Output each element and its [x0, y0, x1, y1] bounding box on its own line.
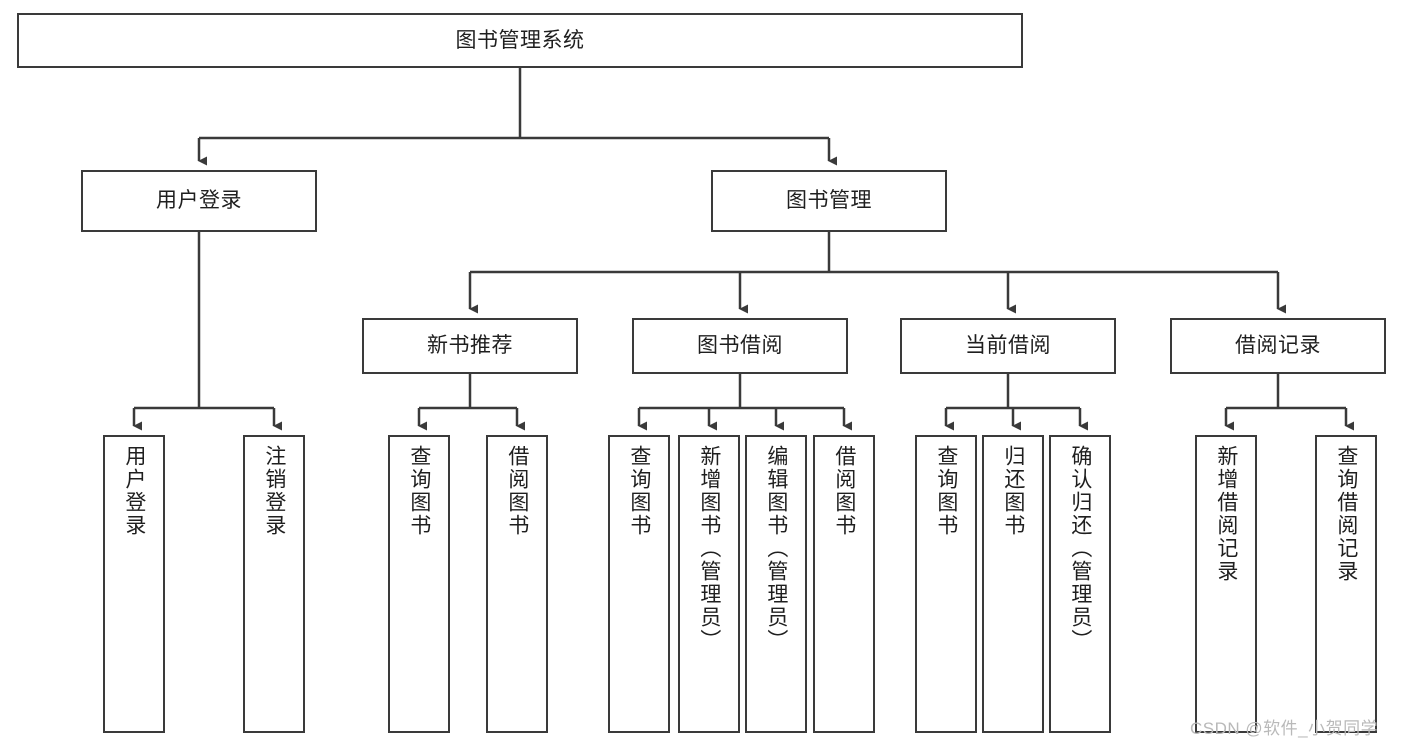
node-new-book-recommendation-label: 新书推荐	[427, 334, 513, 358]
leaf-bb-borrow-book-label: 借阅图书	[832, 445, 856, 537]
leaf-cb-return-book-label: 归还图书	[1001, 445, 1025, 537]
leaf-cb-query-book-label: 查询图书	[934, 445, 958, 537]
leaf-bb-add-book-label: 新增图书（管理员）	[697, 445, 721, 652]
leaf-cb-confirm-return[interactable]: 确认归还（管理员）	[1049, 435, 1111, 733]
node-book-borrowing-label: 图书借阅	[697, 334, 783, 358]
node-current-borrowing[interactable]: 当前借阅	[900, 318, 1116, 374]
leaf-bb-query-book-label: 查询图书	[627, 445, 651, 537]
leaf-cb-confirm-return-label: 确认归还（管理员）	[1068, 445, 1092, 652]
leaf-rec-borrow-book[interactable]: 借阅图书	[486, 435, 548, 733]
leaf-bb-add-book[interactable]: 新增图书（管理员）	[678, 435, 740, 733]
leaf-cb-return-book[interactable]: 归还图书	[982, 435, 1044, 733]
leaf-rec-borrow-book-label: 借阅图书	[505, 445, 529, 537]
node-book-management-label: 图书管理	[786, 189, 872, 213]
leaf-user-logout[interactable]: 注销登录	[243, 435, 305, 733]
leaf-br-add-record[interactable]: 新增借阅记录	[1195, 435, 1257, 733]
node-user-login-label: 用户登录	[156, 189, 242, 213]
leaf-bb-query-book[interactable]: 查询图书	[608, 435, 670, 733]
leaf-user-logout-label: 注销登录	[262, 445, 286, 537]
node-user-login[interactable]: 用户登录	[81, 170, 317, 232]
leaf-cb-query-book[interactable]: 查询图书	[915, 435, 977, 733]
leaf-br-query-record[interactable]: 查询借阅记录	[1315, 435, 1377, 733]
leaf-rec-query-book[interactable]: 查询图书	[388, 435, 450, 733]
leaf-user-login-label: 用户登录	[122, 445, 146, 537]
leaf-user-login[interactable]: 用户登录	[103, 435, 165, 733]
leaf-br-add-record-label: 新增借阅记录	[1214, 445, 1238, 583]
node-new-book-recommendation[interactable]: 新书推荐	[362, 318, 578, 374]
leaf-bb-edit-book-label: 编辑图书（管理员）	[764, 445, 788, 652]
leaf-br-query-record-label: 查询借阅记录	[1334, 445, 1358, 583]
node-borrowing-record[interactable]: 借阅记录	[1170, 318, 1386, 374]
edge-group	[132, 68, 1354, 431]
node-book-management[interactable]: 图书管理	[711, 170, 947, 232]
node-borrowing-record-label: 借阅记录	[1235, 334, 1321, 358]
leaf-bb-edit-book[interactable]: 编辑图书（管理员）	[745, 435, 807, 733]
leaf-rec-query-book-label: 查询图书	[407, 445, 431, 537]
node-root[interactable]: 图书管理系统	[17, 13, 1023, 68]
node-book-borrowing[interactable]: 图书借阅	[632, 318, 848, 374]
node-current-borrowing-label: 当前借阅	[965, 334, 1051, 358]
node-root-label: 图书管理系统	[455, 28, 585, 52]
leaf-bb-borrow-book[interactable]: 借阅图书	[813, 435, 875, 733]
